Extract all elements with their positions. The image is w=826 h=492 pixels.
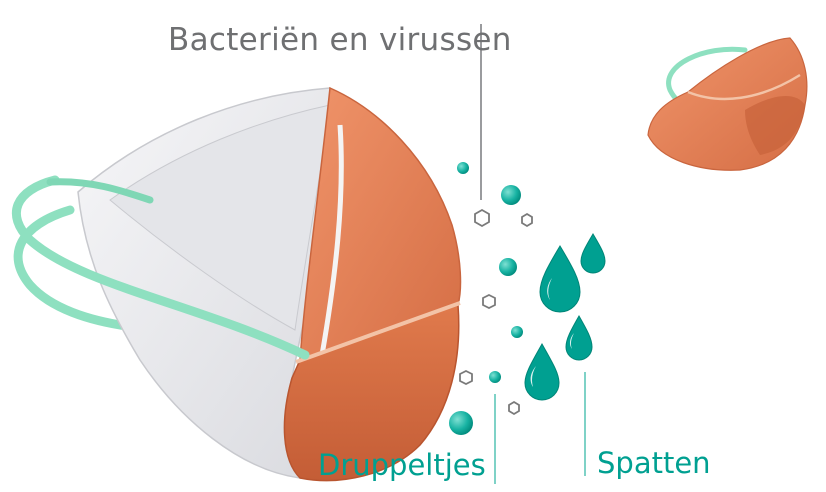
bubble-icon — [499, 258, 517, 276]
bubble-icon — [457, 162, 469, 174]
hexagon-icon — [522, 214, 532, 226]
face-mask-thumbnail — [648, 38, 807, 170]
droplet-icon — [581, 234, 605, 273]
bubble-icon — [449, 411, 473, 435]
droplets-label: Druppeltjes — [318, 448, 486, 482]
droplet-icon — [566, 316, 592, 360]
bubble-icon — [489, 371, 501, 383]
bubble-icon — [511, 326, 523, 338]
droplet-icon — [525, 344, 559, 400]
face-mask-image — [16, 88, 460, 481]
bubble-icon — [501, 185, 521, 205]
hexagon-icon — [475, 210, 489, 226]
hexagon-icon — [460, 371, 472, 384]
hexagon-icon — [483, 295, 495, 308]
splashes-label: Spatten — [597, 446, 711, 480]
hexagon-icon — [509, 402, 519, 414]
bacteria-viruses-label: Bacteriën en virussen — [168, 22, 512, 58]
droplet-icon — [540, 246, 580, 312]
